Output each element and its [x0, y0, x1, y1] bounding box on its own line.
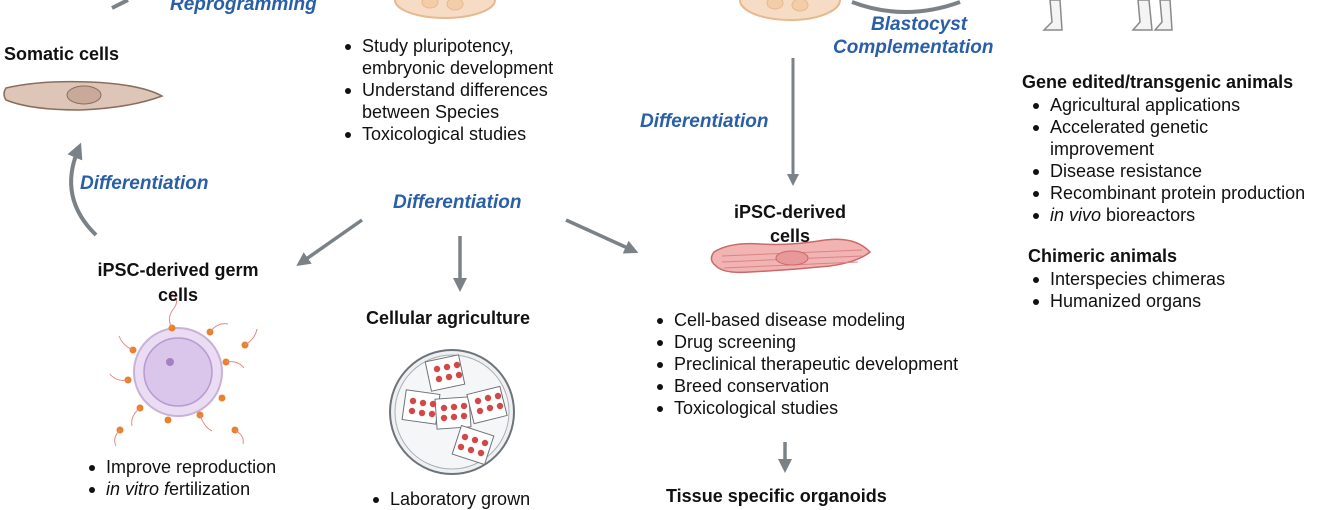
label-blastocyst-line2: Complementation [833, 37, 994, 58]
gene-edited-list: Agricultural applications Accelerated ge… [1026, 94, 1305, 226]
list-item: improvement [1050, 139, 1155, 159]
label-blastocyst-line1: Blastocyst [871, 14, 968, 35]
invivo-italic: in vivo [1050, 205, 1102, 225]
list-item: Agricultural applications [1026, 94, 1305, 116]
germ-cells-list: Improve reproduction in vitro fertilizat… [82, 456, 276, 500]
label-differentiation-left: Differentiation [80, 173, 209, 194]
list-item: embryonic development [362, 58, 554, 78]
cellular-ag-title: Cellular agriculture [366, 308, 531, 328]
arrow-diff-to-somatic [67, 142, 98, 237]
list-item: Understand differences [338, 79, 553, 101]
ipsc-colony-top [394, 0, 496, 19]
list-item: between Species [362, 102, 500, 122]
petri-dish-image [389, 349, 515, 475]
muscle-cell-image [710, 238, 872, 274]
oocyte-image [109, 293, 258, 447]
label-differentiation-center: Differentiation [393, 192, 522, 213]
label-reprogramming: Reprogramming [170, 0, 317, 15]
ivf-italic-f: f [164, 479, 170, 499]
germ-cells-title-line2: cells [157, 285, 199, 305]
derived-cells-title-line1: iPSC-derived [733, 202, 847, 222]
list-item: Toxicological studies [338, 123, 553, 145]
arrow-to-derived-cells [565, 218, 639, 254]
chimeric-title: Chimeric animals [1028, 246, 1178, 266]
list-item: in vitro fertilization [82, 478, 276, 500]
ipsc-uses-list: Study pluripotency, embryonic developmen… [338, 35, 553, 145]
list-item: Recombinant protein production [1026, 182, 1305, 204]
list-item: Laboratory grown [366, 488, 530, 510]
arrow-to-germ-cells [296, 218, 364, 267]
list-item: Cell-based disease modeling [650, 309, 958, 331]
invivo-rest: bioreactors [1101, 205, 1196, 225]
list-item: Toxicological studies [650, 397, 958, 419]
list-item: in vivo bioreactors [1026, 204, 1305, 226]
list-item: Improve reproduction [82, 456, 276, 478]
list-item: Study pluripotency, [338, 35, 553, 57]
list-item: Disease resistance [1026, 160, 1305, 182]
derived-cells-list: Cell-based disease modeling Drug screeni… [650, 309, 958, 419]
arrow-blastocyst-complementation [851, 0, 961, 14]
label-differentiation-right: Differentiation [640, 111, 769, 132]
list-item: Breed conservation [650, 375, 958, 397]
blastocyst-image [739, 0, 841, 21]
chimeric-list: Interspecies chimeras Humanized organs [1026, 268, 1225, 312]
list-item: Humanized organs [1026, 290, 1225, 312]
derived-cells-title-line2: cells [769, 226, 811, 246]
list-item: Drug screening [650, 331, 958, 353]
ivf-italic: in vitro [106, 479, 160, 499]
germ-cells-title-line1: iPSC-derived germ [97, 260, 259, 280]
organoids-title: Tissue specific organoids [666, 486, 887, 506]
arrow-reprogramming [111, 0, 129, 10]
cellular-ag-list: Laboratory grown [366, 488, 530, 510]
gene-edited-title: Gene edited/transgenic animals [1022, 72, 1294, 92]
ivf-rest: ertilization [169, 479, 251, 499]
goat-image [1042, 0, 1173, 31]
list-item: Interspecies chimeras [1026, 268, 1225, 290]
list-item: Accelerated genetic [1026, 116, 1305, 138]
list-item: Preclinical therapeutic development [650, 353, 958, 375]
somatic-cells-title: Somatic cells [4, 44, 120, 64]
somatic-cell-image [3, 80, 164, 111]
